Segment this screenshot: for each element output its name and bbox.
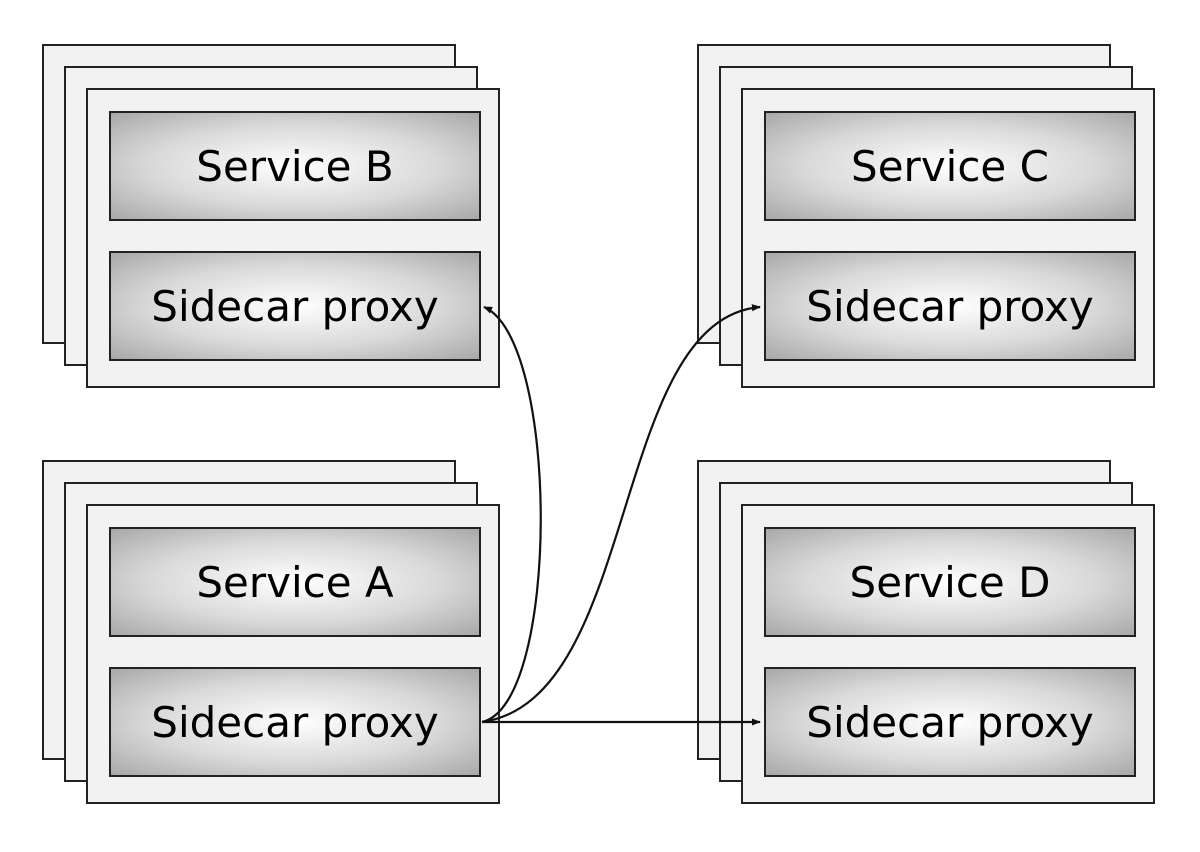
service-a-sidecar-proxy: Sidecar proxy (109, 667, 481, 777)
service-a-instance-front: Service A Sidecar proxy (86, 504, 500, 804)
service-a-box: Service A (109, 527, 481, 637)
service-a-group: Service A Sidecar proxy (42, 460, 502, 810)
service-c-sidecar-proxy: Sidecar proxy (764, 251, 1136, 361)
service-b-group: Service B Sidecar proxy (42, 44, 502, 394)
service-b-instance-front: Service B Sidecar proxy (86, 88, 500, 388)
service-c-box: Service C (764, 111, 1136, 221)
service-d-instance-front: Service D Sidecar proxy (741, 504, 1155, 804)
service-d-sidecar-proxy: Sidecar proxy (764, 667, 1136, 777)
service-d-box: Service D (764, 527, 1136, 637)
service-c-instance-front: Service C Sidecar proxy (741, 88, 1155, 388)
service-d-group: Service D Sidecar proxy (697, 460, 1157, 810)
service-b-box: Service B (109, 111, 481, 221)
service-b-sidecar-proxy: Sidecar proxy (109, 251, 481, 361)
service-c-group: Service C Sidecar proxy (697, 44, 1157, 394)
